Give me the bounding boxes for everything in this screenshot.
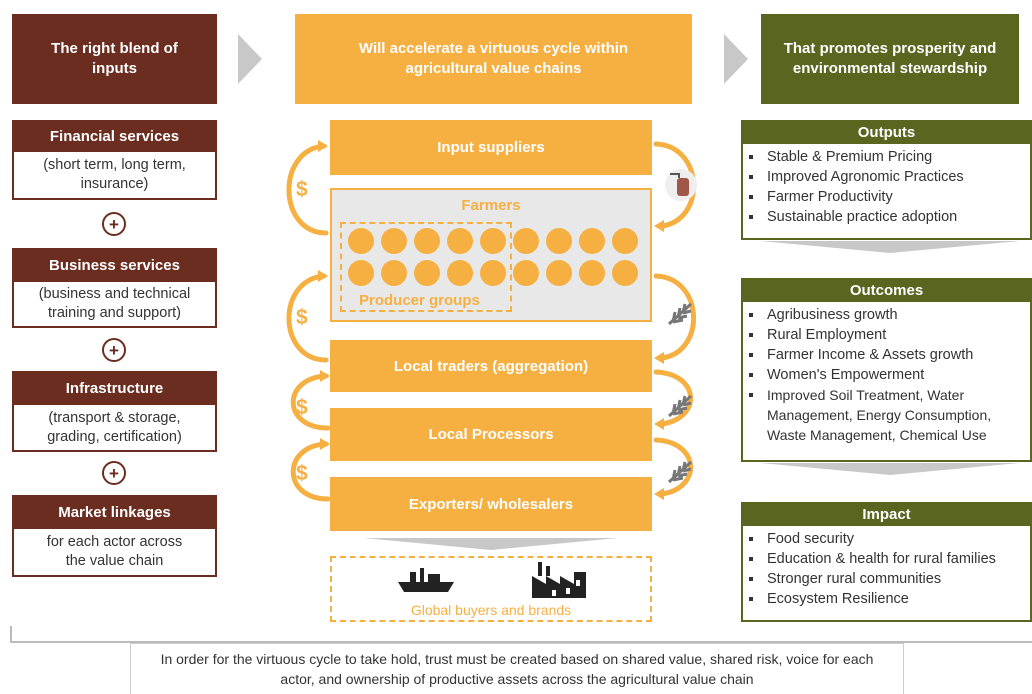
list-item: Stable & Premium Pricing: [743, 147, 1030, 167]
stage-exporters: Exporters/ wholesalers: [330, 477, 652, 531]
dollar-icon: $: [296, 306, 308, 329]
stage-local-traders: Local traders (aggregation): [330, 340, 652, 392]
down-arrow-shape: [760, 463, 1020, 475]
chevron-right-icon: [724, 34, 748, 84]
plus-icon: +: [102, 461, 126, 485]
farmer-dot: [612, 228, 638, 254]
impact-header: Impact: [741, 502, 1032, 526]
list-item: Agribusiness growth: [743, 305, 1030, 325]
farmer-dot: [348, 228, 374, 254]
list-item: Sustainable practice adoption: [743, 207, 1030, 227]
factory-icon: [532, 562, 586, 598]
farmer-dot: [513, 228, 539, 254]
farmer-dot: [579, 228, 605, 254]
cycle-arrow-right: [653, 437, 693, 500]
input-title-infrastructure: Infrastructure: [12, 371, 217, 405]
wheat-icon: [667, 460, 693, 484]
outputs-list: Stable & Premium Pricing Improved Agrono…: [741, 144, 1032, 240]
farmer-dot: [414, 260, 440, 286]
cycle-arrow-right: [653, 273, 697, 364]
outcomes-header: Outcomes: [741, 278, 1032, 302]
input-desc-infrastructure: (transport & storage, grading, certifica…: [12, 405, 217, 452]
farmer-dot: [612, 260, 638, 286]
plus-icon: +: [102, 338, 126, 362]
header-virtuous-cycle: Will accelerate a virtuous cycle within …: [295, 14, 692, 104]
cycle-arrow-left: [290, 438, 331, 502]
outcomes-list: Agribusiness growth Rural Employment Far…: [741, 302, 1032, 462]
input-title-business: Business services: [12, 248, 217, 282]
header-inputs: The right blend of inputs: [12, 14, 217, 104]
impact-list: Food security Education & health for rur…: [741, 526, 1032, 622]
farmer-dot: [579, 260, 605, 286]
farmer-dot: [348, 260, 374, 286]
farmer-dot: [381, 260, 407, 286]
down-arrow-shape: [760, 241, 1020, 253]
sprayer-icon: [665, 169, 697, 201]
farmer-dot: [414, 228, 440, 254]
list-item: Farmer Income & Assets growth: [743, 345, 1030, 365]
farmer-dot: [513, 260, 539, 286]
footer-note: In order for the virtuous cycle to take …: [130, 643, 904, 694]
farmer-dot: [546, 260, 572, 286]
stage-local-processors: Local Processors: [330, 408, 652, 461]
farmer-dot: [381, 228, 407, 254]
list-item: Women's Empowerment: [743, 365, 1030, 385]
producer-group-outline: [340, 222, 512, 312]
list-item: Farmer Productivity: [743, 187, 1030, 207]
stage-input-suppliers: Input suppliers: [330, 120, 652, 175]
farmer-dot: [480, 260, 506, 286]
list-item: Improved Soil Treatment, Water Managemen…: [743, 385, 1030, 445]
dollar-icon: $: [296, 396, 308, 419]
farmer-dot: [447, 260, 473, 286]
input-desc-business: (business and technical training and sup…: [12, 282, 217, 328]
list-item: Ecosystem Resilience: [743, 589, 1030, 609]
bracket-line: [10, 626, 1032, 643]
list-item: Stronger rural communities: [743, 569, 1030, 589]
cycle-arrow-left: [286, 140, 329, 236]
dollar-icon: $: [296, 462, 308, 485]
header-prosperity: That promotes prosperity and environment…: [761, 14, 1019, 104]
global-buyers-label: Global buyers and brands: [410, 602, 572, 618]
farmers-box: Farmers Producer groups: [330, 188, 652, 322]
chevron-right-icon: [238, 34, 262, 84]
plus-icon: +: [102, 212, 126, 236]
cycle-arrow-left: [290, 370, 331, 431]
global-buyers-box: Global buyers and brands: [330, 556, 652, 622]
down-arrow-shape: [364, 538, 618, 550]
wheat-icon: [667, 394, 693, 418]
list-item: Improved Agronomic Practices: [743, 167, 1030, 187]
producer-groups-label: Producer groups: [359, 292, 480, 309]
list-item: Education & health for rural families: [743, 549, 1030, 569]
input-desc-market-linkages: for each actor across the value chain: [12, 529, 217, 577]
input-title-financial: Financial services: [12, 120, 217, 152]
input-title-market-linkages: Market linkages: [12, 495, 217, 529]
dollar-icon: $: [296, 178, 308, 201]
input-desc-financial: (short term, long term, insurance): [12, 152, 217, 200]
outputs-header: Outputs: [741, 120, 1032, 144]
list-item: Food security: [743, 529, 1030, 549]
farmer-dot: [480, 228, 506, 254]
farmers-label: Farmers: [461, 197, 521, 214]
cycle-arrow-left: [286, 270, 329, 363]
farmer-dot: [447, 228, 473, 254]
wheat-icon: [667, 302, 693, 326]
list-item: Rural Employment: [743, 325, 1030, 345]
farmer-dot: [546, 228, 572, 254]
ship-icon: [398, 568, 454, 592]
